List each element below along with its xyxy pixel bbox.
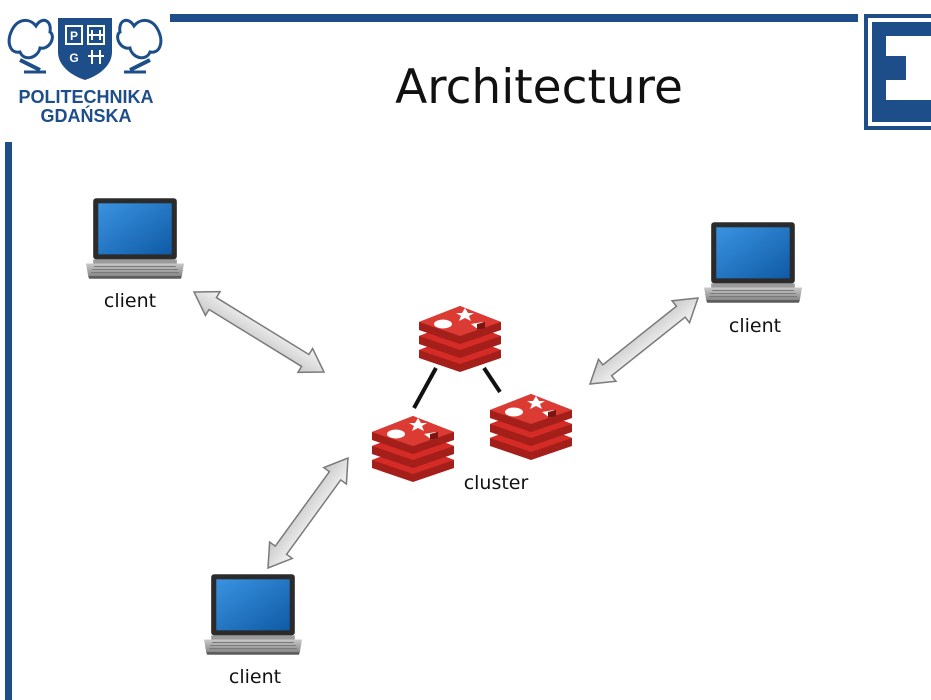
redis-node-right-icon — [490, 394, 572, 460]
cluster-link-left — [412, 367, 438, 409]
client-label-right: client — [728, 315, 782, 337]
crest-letter-g: G — [69, 51, 78, 65]
laptop-client-right-icon — [703, 221, 803, 304]
faculty-emblem-logo — [864, 14, 931, 130]
slide-title: Architecture — [395, 60, 683, 115]
header-top-rule — [170, 14, 858, 22]
cluster-label: cluster — [463, 472, 529, 494]
crest-letter-p: P — [70, 29, 78, 43]
left-side-rule — [5, 142, 12, 700]
logo-line-2: GDAŃSKA — [40, 106, 132, 126]
redis-node-left-icon — [372, 416, 454, 482]
logo-line-1: POLITECHNIKA — [18, 87, 154, 107]
arrow-client-right — [588, 297, 700, 385]
university-crest-logo: P G — [7, 18, 163, 80]
redis-node-top-icon — [419, 306, 501, 372]
client-label-bottom: client — [228, 666, 282, 688]
logo-wordmark: POLITECHNIKA GDAŃSKA — [2, 88, 170, 126]
laptop-client-bottom-icon — [203, 573, 303, 656]
connection-arrows — [192, 290, 700, 570]
laptop-client-top-left-icon — [85, 197, 185, 280]
cluster-link-right — [482, 366, 502, 394]
client-label-top-left: client — [103, 290, 157, 312]
arrow-client-bottom — [267, 456, 349, 570]
arrow-client-top-left — [192, 290, 326, 374]
